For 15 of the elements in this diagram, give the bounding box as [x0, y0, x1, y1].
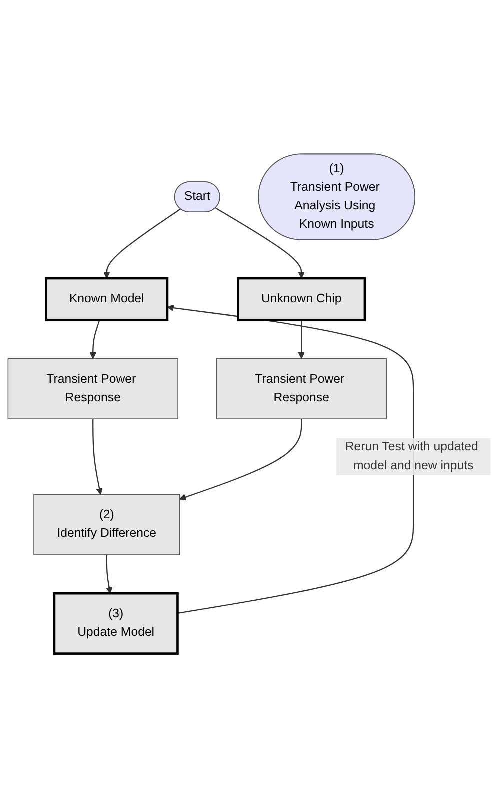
edge-label: Rerun Test with updated model and new inputs [345, 440, 478, 472]
node-box: (2) Identify Difference [34, 494, 180, 556]
arrow [92, 419, 103, 496]
arrow [167, 304, 414, 614]
node-box: Transient Power Response [8, 358, 178, 420]
node-box: (3) Update Model [53, 592, 179, 655]
node-box: Unknown Chip [237, 277, 366, 322]
arrow [298, 320, 306, 360]
arrow [103, 208, 182, 279]
arrow [90, 320, 100, 360]
arrow [106, 554, 113, 594]
arrow [216, 208, 306, 279]
node-box: Known Model [45, 277, 169, 322]
arrow [179, 419, 302, 501]
node-box: Transient Power Response [216, 358, 387, 420]
